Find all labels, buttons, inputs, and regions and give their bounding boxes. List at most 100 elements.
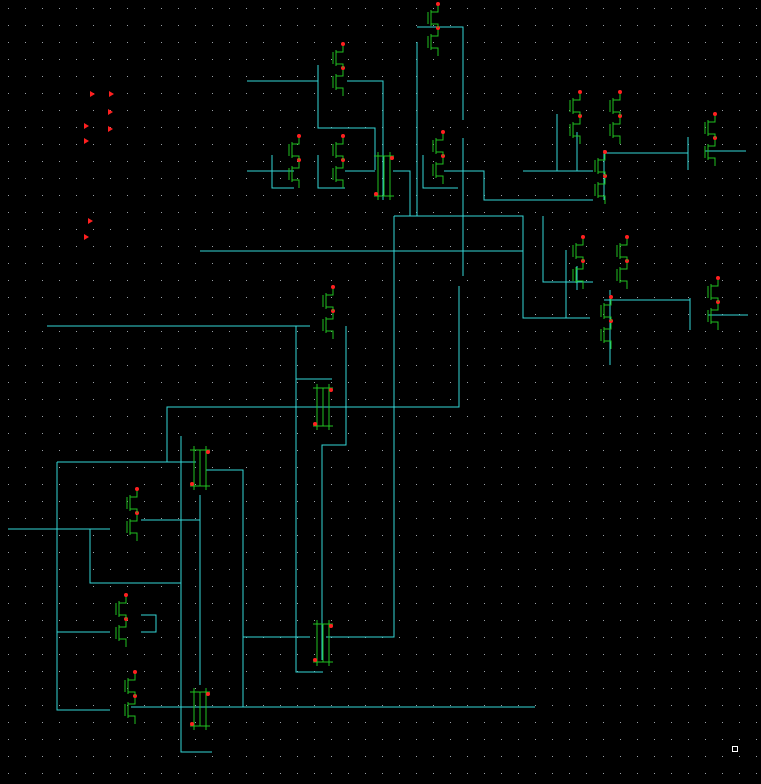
grid-dot	[654, 280, 655, 281]
grid-dot	[178, 705, 179, 706]
grid-dot	[637, 93, 638, 94]
grid-dot	[42, 552, 43, 553]
grid-dot	[705, 365, 706, 366]
grid-dot	[331, 229, 332, 230]
grid-dot	[127, 654, 128, 655]
grid-dot	[25, 229, 26, 230]
grid-dot	[59, 365, 60, 366]
grid-dot	[484, 722, 485, 723]
transistor-drain	[598, 176, 606, 185]
grid-dot	[93, 739, 94, 740]
grid-dot	[654, 756, 655, 757]
grid-dot	[433, 8, 434, 9]
grid-dot	[246, 161, 247, 162]
wire	[444, 170, 593, 201]
grid-dot	[8, 144, 9, 145]
grid-dot	[127, 773, 128, 774]
grid-dot	[178, 127, 179, 128]
grid-dot	[93, 467, 94, 468]
grid-dot	[110, 552, 111, 553]
grid-dot	[501, 365, 502, 366]
grid-dot	[416, 637, 417, 638]
grid-dot	[467, 93, 468, 94]
pin-label-marker	[108, 126, 113, 132]
grid-dot	[365, 144, 366, 145]
grid-dot	[8, 314, 9, 315]
grid-dot	[365, 331, 366, 332]
grid-dot	[161, 161, 162, 162]
grid-dot	[705, 450, 706, 451]
grid-dot	[25, 161, 26, 162]
grid-dot	[671, 705, 672, 706]
grid-dot	[195, 637, 196, 638]
grid-dot	[42, 365, 43, 366]
grid-dot	[399, 654, 400, 655]
grid-dot	[705, 569, 706, 570]
grid-dot	[671, 263, 672, 264]
grid-dot	[756, 722, 757, 723]
grid-dot	[450, 603, 451, 604]
grid-dot	[8, 450, 9, 451]
grid-dot	[93, 552, 94, 553]
transistor-drain	[128, 696, 136, 705]
grid-dot	[705, 331, 706, 332]
canvas-corner-marker[interactable]	[732, 746, 738, 752]
grid-dot	[127, 93, 128, 94]
grid-dot	[161, 773, 162, 774]
grid-dot	[246, 297, 247, 298]
grid-dot	[365, 297, 366, 298]
grid-dot	[8, 654, 9, 655]
grid-dot	[246, 195, 247, 196]
grid-dot	[467, 773, 468, 774]
grid-dot	[603, 620, 604, 621]
grid-dot	[382, 59, 383, 60]
grid-dot	[212, 93, 213, 94]
grid-dot	[127, 450, 128, 451]
grid-dot	[110, 8, 111, 9]
grid-dot	[552, 586, 553, 587]
grid-dot	[161, 314, 162, 315]
transistor-drain	[292, 136, 300, 145]
grid-dot	[433, 25, 434, 26]
grid-dot	[586, 433, 587, 434]
grid-dot	[59, 382, 60, 383]
grid-dot	[42, 195, 43, 196]
grid-dot	[178, 314, 179, 315]
grid-dot	[25, 671, 26, 672]
grid-dot	[756, 620, 757, 621]
grid-dot	[416, 331, 417, 332]
grid-dot	[76, 654, 77, 655]
grid-dot	[212, 144, 213, 145]
grid-dot	[518, 348, 519, 349]
grid-dot	[42, 42, 43, 43]
grid-dot	[365, 416, 366, 417]
grid-dot	[467, 433, 468, 434]
grid-dot	[127, 110, 128, 111]
grid-dot	[212, 416, 213, 417]
grid-dot	[688, 603, 689, 604]
wire	[422, 155, 458, 189]
grid-dot	[569, 365, 570, 366]
grid-dot	[382, 8, 383, 9]
grid-dot	[93, 705, 94, 706]
grid-dot	[229, 382, 230, 383]
grid-dot	[348, 382, 349, 383]
grid-dot	[450, 263, 451, 264]
grid-dot	[569, 467, 570, 468]
grid-dot	[314, 110, 315, 111]
grid-dot	[535, 688, 536, 689]
grid-dot	[229, 586, 230, 587]
grid-dot	[484, 263, 485, 264]
grid-dot	[467, 722, 468, 723]
grid-dot	[280, 501, 281, 502]
grid-dot	[297, 535, 298, 536]
grid-dot	[671, 552, 672, 553]
grid-dot	[263, 42, 264, 43]
grid-dot	[705, 535, 706, 536]
grid-dot	[25, 569, 26, 570]
grid-dot	[450, 110, 451, 111]
grid-dot	[93, 127, 94, 128]
grid-dot	[467, 229, 468, 230]
grid-dot	[382, 739, 383, 740]
